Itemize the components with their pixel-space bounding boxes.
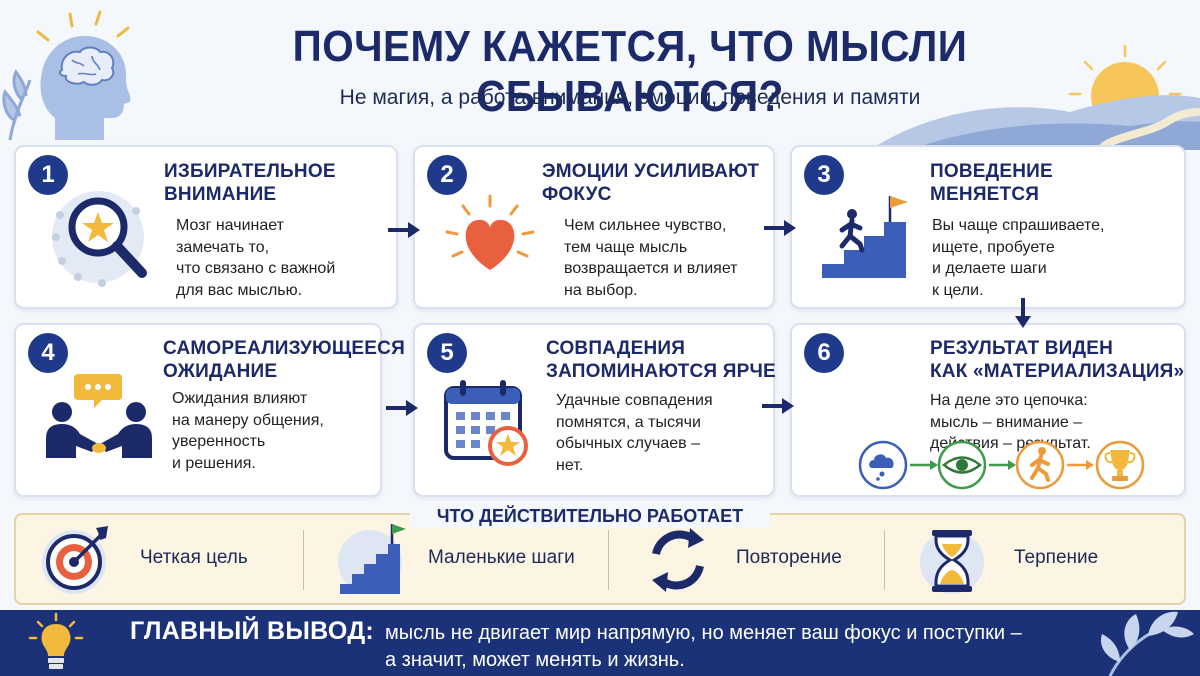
what-works-title: ЧТО ДЕЙСТВИТЕЛЬНО РАБОТАЕТ bbox=[410, 504, 770, 528]
card-number: 4 bbox=[28, 333, 68, 373]
hourglass-icon bbox=[920, 530, 984, 594]
card-number: 6 bbox=[804, 333, 844, 373]
work-label: Четкая цель bbox=[140, 547, 248, 568]
conclusion-text: мысль не двигает мир напрямую, но меняет… bbox=[385, 622, 1022, 671]
card-text: Ожидания влияют на манеру общения, увере… bbox=[172, 390, 324, 472]
magnifier-star-icon bbox=[52, 191, 147, 287]
card-text: Удачные совпадения помнятся, а тысячи об… bbox=[556, 392, 713, 474]
card-text: Вы чаще спрашиваете, ищете, пробуете и д… bbox=[932, 217, 1105, 299]
divider bbox=[303, 530, 304, 590]
card-title: РЕЗУЛЬТАТ ВИДЕН КАК «МАТЕРИАЛИЗАЦИЯ» bbox=[930, 338, 1185, 383]
card-self-fulfilling bbox=[14, 323, 382, 497]
what-works-panel bbox=[14, 513, 1186, 605]
thought-attention-action-result-chain-icon bbox=[858, 440, 1145, 490]
target-icon bbox=[42, 526, 108, 594]
card-title: ИЗБИРАТЕЛЬНОЕ ВНИМАНИЕ bbox=[164, 161, 336, 206]
leaves-icon bbox=[1100, 611, 1194, 676]
arrow-right-icon bbox=[764, 220, 796, 236]
card-number: 1 bbox=[28, 155, 68, 195]
handshake-people-icon bbox=[46, 374, 152, 458]
arrow-right-icon bbox=[762, 398, 794, 414]
arrow-right-icon bbox=[388, 222, 420, 238]
card-text: Чем сильнее чувство, тем чаще мысль возв… bbox=[564, 217, 738, 299]
stairs-flag-icon bbox=[822, 196, 908, 278]
card-title: СОВПАДЕНИЯ ЗАПОМИНАЮТСЯ ЯРЧЕ bbox=[546, 338, 776, 383]
card-title: ЭМОЦИИ УСИЛИВАЮТ ФОКУС bbox=[542, 161, 760, 206]
card-title: ПОВЕДЕНИЕ МЕНЯЕТСЯ bbox=[930, 161, 1053, 206]
glowing-heart-icon bbox=[445, 194, 535, 270]
work-label: Терпение bbox=[1014, 547, 1099, 568]
arrow-down-icon bbox=[1015, 298, 1031, 328]
conclusion-banner bbox=[0, 610, 1200, 676]
work-label: Маленькие шаги bbox=[428, 547, 575, 568]
steps-icon bbox=[338, 524, 406, 594]
head-brain-icon bbox=[2, 10, 131, 141]
lightbulb-icon bbox=[28, 612, 84, 669]
calendar-star-icon bbox=[444, 380, 528, 466]
repeat-icon bbox=[652, 528, 704, 592]
work-label: Повторение bbox=[736, 547, 842, 568]
card-number: 3 bbox=[804, 155, 844, 195]
card-number: 2 bbox=[427, 155, 467, 195]
landscape-sunrise-icon bbox=[870, 44, 1200, 150]
divider bbox=[608, 530, 609, 590]
page-subtitle: Не магия, а работа внимания, эмоций, пов… bbox=[339, 86, 921, 109]
divider bbox=[884, 530, 885, 590]
card-number: 5 bbox=[427, 333, 467, 373]
conclusion-label: ГЛАВНЫЙ ВЫВОД: bbox=[130, 617, 375, 645]
card-title: САМОРЕАЛИЗУЮЩЕЕСЯ ОЖИДАНИЕ bbox=[163, 338, 405, 383]
arrow-right-icon bbox=[386, 400, 418, 416]
page-title: ПОЧЕМУ КАЖЕТСЯ, ЧТО МЫСЛИ СБЫВАЮТСЯ? bbox=[292, 22, 968, 121]
card-text: Мозг начинает замечать то, что связано с… bbox=[176, 217, 336, 299]
